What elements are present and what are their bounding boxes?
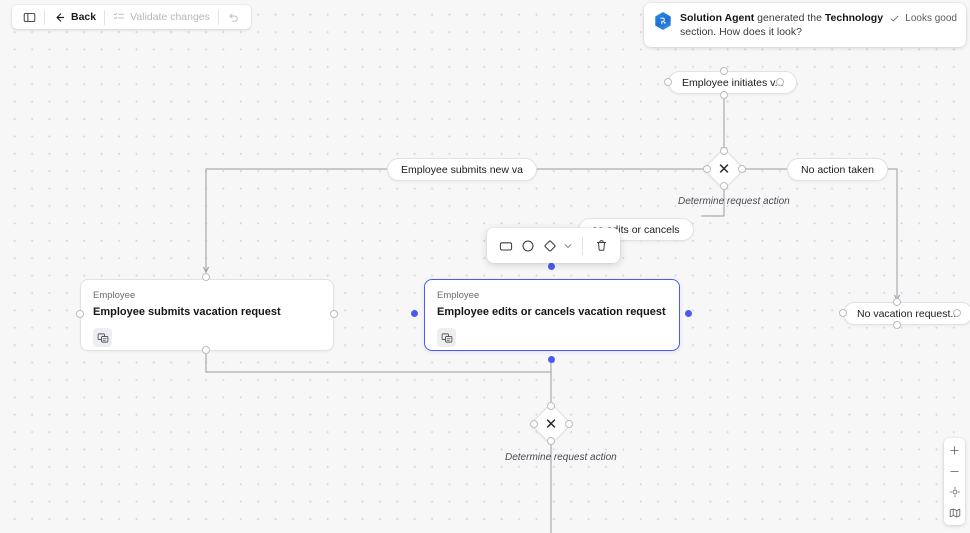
handle-right[interactable] [776,78,784,86]
toolbar-divider-2 [104,9,106,25]
zoom-out-button[interactable] [946,463,963,479]
diamond-shape-icon [542,238,558,254]
back-button[interactable]: Back [48,7,101,27]
app-window-icon [93,328,112,347]
toolbar-divider-3 [217,9,219,25]
node-card-employee-submits-vacation-request[interactable]: Employee Employee submits vacation reque… [80,279,334,351]
minus-icon [949,466,960,477]
shape-toolbar-divider [582,236,583,255]
minimap-button[interactable] [946,505,963,521]
node-title: Employee submits vacation request [93,306,281,318]
handle-left[interactable] [703,165,711,173]
node-label: Employee initiates v... [682,76,784,89]
handle-right[interactable] [565,420,573,428]
handle-top[interactable] [893,298,901,306]
node-label: No vacation request... [857,307,960,320]
more-shapes-button[interactable] [561,235,575,257]
checklist-icon [113,11,125,23]
panel-toggle-button[interactable] [18,7,41,27]
handle-left-selected[interactable] [411,310,418,317]
node-label: No action taken [801,163,874,176]
edge-label-determine-request-action-bottom: Determine request action [505,452,617,463]
handle-right[interactable] [953,309,961,317]
app-window-icon [437,328,456,347]
rectangle-shape-icon [498,238,514,254]
handle-left[interactable] [76,310,84,318]
handle-top[interactable] [720,147,728,155]
editor-toolbar: Back Validate changes [12,5,251,29]
section-name: Technology [824,12,884,24]
handle-bottom[interactable] [720,91,728,99]
node-employee-submits-new[interactable]: Employee submits new va [387,158,537,181]
node-no-vacation-request[interactable]: No vacation request... [843,302,970,325]
diamond-shape-button[interactable] [539,235,561,257]
looks-good-label: Looks good [905,13,957,24]
minimap-icon [949,507,961,519]
node-card-employee-edits-or-cancels-vacation-request[interactable]: Employee Employee edits or cancels vacat… [424,279,680,351]
handle-bottom[interactable] [893,321,901,329]
handle-bottom-selected[interactable] [548,356,555,363]
circle-shape-icon [520,238,536,254]
handle-right[interactable] [330,310,338,318]
node-no-action-taken[interactable]: No action taken [787,158,888,181]
notification-text-part2: section. How does it look? [680,26,802,38]
delete-shape-button[interactable] [590,235,612,257]
shape-toolbar [487,228,620,263]
fit-to-view-icon [949,486,961,498]
agent-name: Solution Agent [680,12,755,24]
node-title: Employee edits or cancels vacation reque… [437,306,666,318]
rectangle-shape-button[interactable] [495,235,517,257]
panel-layout-icon [23,11,36,24]
zoom-in-button[interactable] [946,442,963,458]
toolbar-divider-1 [44,9,45,25]
handle-right[interactable] [738,165,746,173]
handle-top[interactable] [547,402,555,410]
undo-icon [227,11,240,24]
notification-text-part1: generated the [754,12,825,24]
handle-bottom[interactable] [547,437,555,445]
validate-changes-button[interactable]: Validate changes [108,7,215,27]
looks-good-button[interactable]: Looks good [889,13,957,24]
notification-message: Solution Agent generated the Technology … [680,11,889,39]
solution-agent-hex-icon [655,12,671,30]
arrow-left-icon [53,11,66,24]
handle-right-selected[interactable] [685,310,692,317]
handle-left[interactable] [664,78,672,86]
check-icon [889,13,900,24]
node-role: Employee [93,290,136,301]
handle-top[interactable] [720,67,728,75]
avatar [654,12,672,30]
handle-top[interactable] [202,273,210,281]
undo-button[interactable] [222,7,245,27]
validate-changes-label: Validate changes [130,11,210,23]
handle-bottom[interactable] [202,346,210,354]
zoom-controls [944,438,965,525]
node-role: Employee [437,290,480,301]
back-label: Back [71,11,97,23]
trash-icon [594,238,609,253]
fit-view-button[interactable] [946,484,963,500]
node-label: Employee submits new va [401,163,523,176]
edge-label-determine-request-action-top: Determine request action [678,196,790,207]
handle-left[interactable] [530,420,538,428]
handle-left[interactable] [839,309,847,317]
plus-icon [949,445,960,456]
handle-bottom[interactable] [720,182,728,190]
agent-notification: Solution Agent generated the Technology … [644,3,966,47]
handle-top-selected[interactable] [548,263,555,270]
node-employee-initiates[interactable]: Employee initiates v... [668,71,798,94]
circle-shape-button[interactable] [517,235,539,257]
chevron-down-icon [563,241,573,251]
